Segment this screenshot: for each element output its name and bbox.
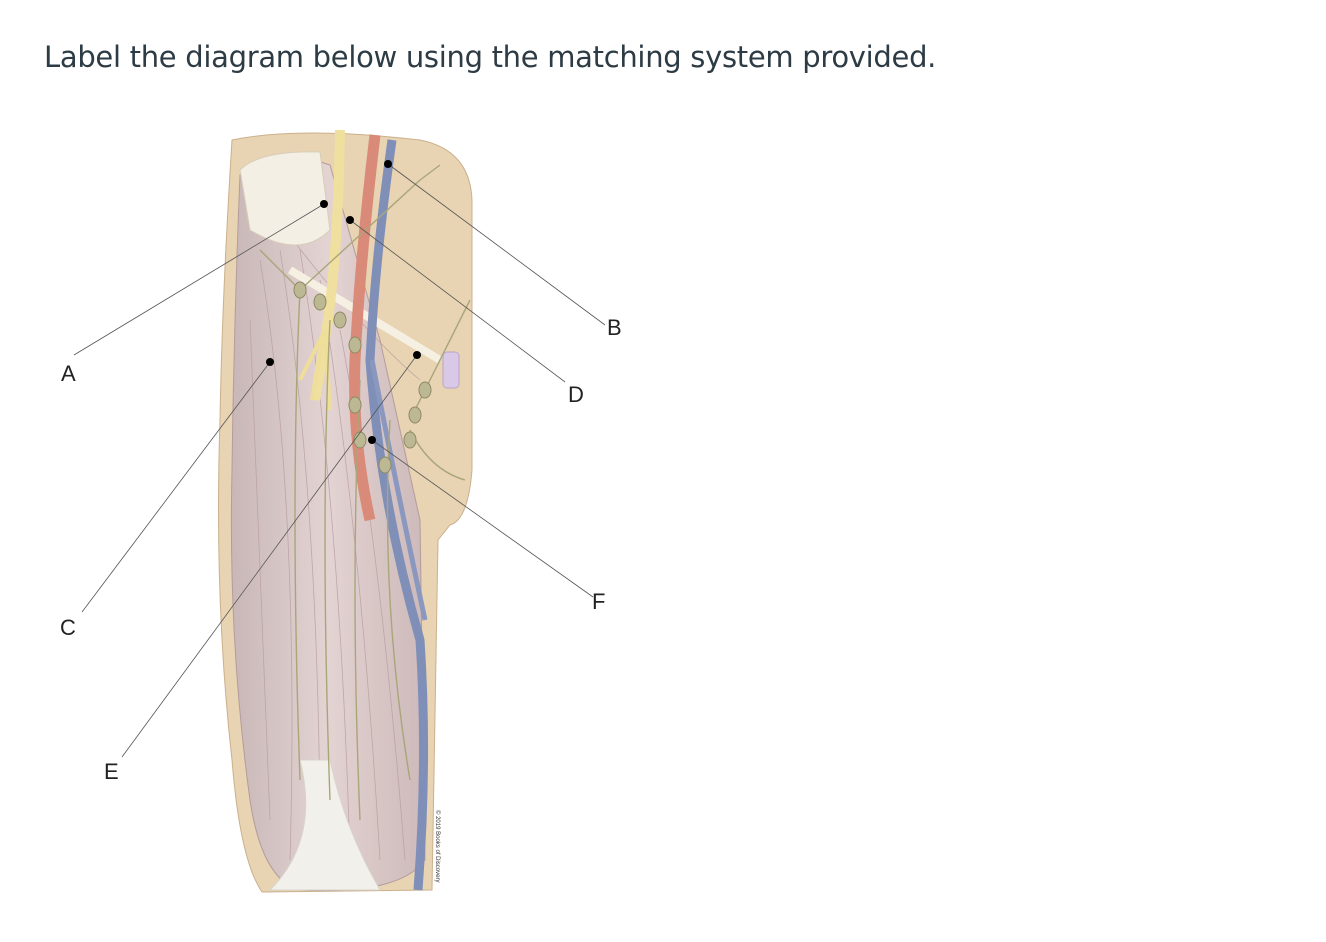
great-saphenous-vein xyxy=(369,359,428,621)
ligament-band xyxy=(287,266,443,364)
inguinal-lymph-nodes xyxy=(293,281,432,474)
knee-tendon xyxy=(268,759,381,891)
label-f: F xyxy=(592,589,605,614)
pointer-dot-a xyxy=(320,200,328,208)
label-a: A xyxy=(61,361,76,386)
femoral-vein xyxy=(365,139,429,891)
leader-line-f xyxy=(371,439,594,598)
copyright-credit: © 2019 Books of Discovery xyxy=(434,810,441,882)
leader-line-c xyxy=(81,361,271,613)
leader-line-b xyxy=(387,163,606,326)
label-b: B xyxy=(607,315,622,340)
pointer-dot-f xyxy=(368,436,376,444)
leader-line-e xyxy=(121,354,418,758)
femoral-nerve xyxy=(310,129,345,401)
pointer-dot-e xyxy=(413,351,421,359)
pointer-dot-c xyxy=(266,358,274,366)
inguinal-ligament xyxy=(239,151,331,246)
instruction-heading: Label the diagram below using the matchi… xyxy=(44,40,937,74)
label-d: D xyxy=(568,382,584,407)
label-e: E xyxy=(104,759,119,784)
thigh-muscles xyxy=(230,158,426,892)
pointer-dot-d xyxy=(346,216,354,224)
pointer-dots xyxy=(266,160,421,444)
leader-lines xyxy=(73,163,606,758)
femoral-artery xyxy=(349,134,381,522)
label-c: C xyxy=(60,615,76,640)
leader-line-a xyxy=(73,203,325,356)
leader-line-d xyxy=(349,219,566,383)
pointer-dot-b xyxy=(384,160,392,168)
pubic-tubercle xyxy=(442,351,460,389)
